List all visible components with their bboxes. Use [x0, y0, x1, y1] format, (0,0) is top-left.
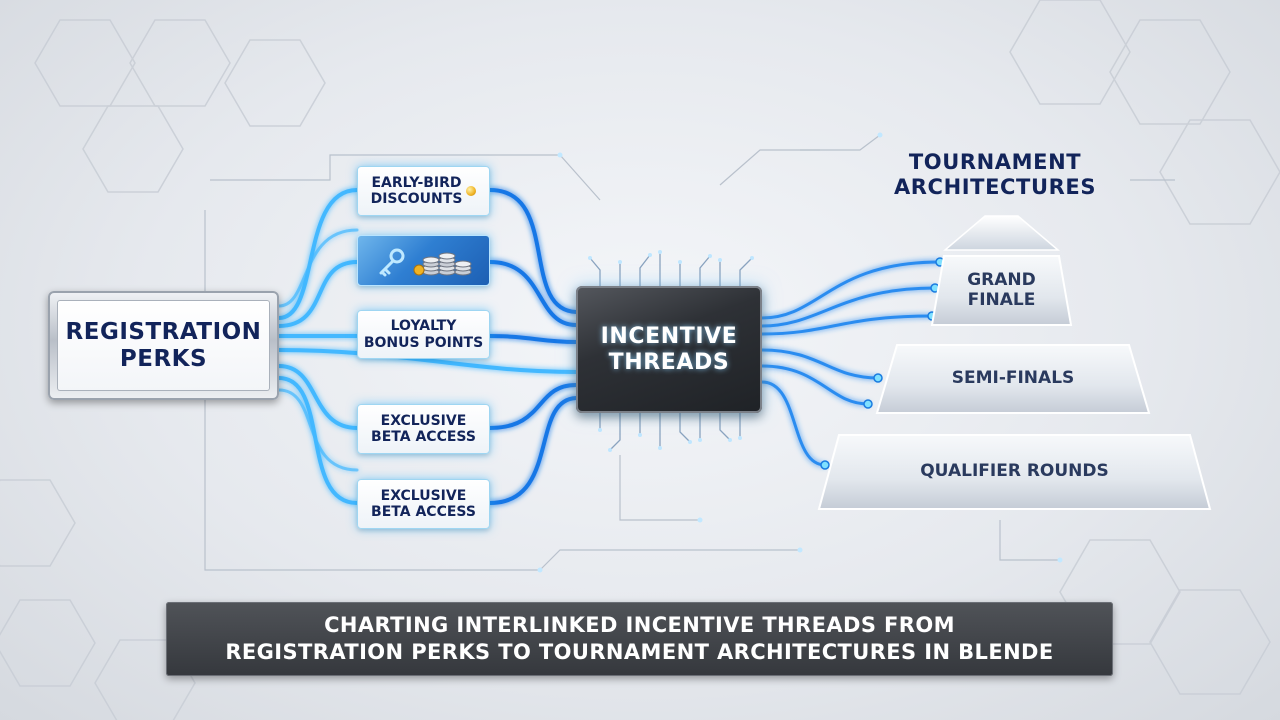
- wire-beta-2-to-hub: [488, 396, 578, 505]
- perk-beta-2-label: EXCLUSIVE BETA ACCESS: [371, 487, 476, 520]
- registration-perks-panel: REGISTRATION PERKS: [57, 300, 270, 391]
- registration-perks-label: REGISTRATION PERKS: [65, 319, 262, 372]
- wire-source-to-beta-2: [277, 376, 359, 505]
- pyramid-apex: [940, 214, 1063, 252]
- tier-grand-finale-label: GRAND FINALE: [967, 269, 1036, 310]
- perk-loyalty-bonus-points: LOYALTY BONUS POINTS: [357, 310, 490, 359]
- registration-perks-node: REGISTRATION PERKS: [48, 291, 279, 400]
- incentive-threads-chip: INCENTIVE THREADS: [576, 286, 762, 413]
- wire-hub-to-semi-1: [760, 348, 880, 380]
- caption-banner: CHARTING INTERLINKED INCENTIVE THREADS F…: [166, 602, 1113, 676]
- tournament-architectures-heading: TOURNAMENT ARCHITECTURES: [860, 150, 1130, 200]
- wire-early-bird-to-hub: [488, 188, 578, 314]
- key-and-coin-stacks-icon: [379, 248, 471, 276]
- wire-beta-1-to-hub: [488, 383, 578, 430]
- wire-source-to-hub-direct: [277, 348, 578, 374]
- wire-source-to-beta-1: [277, 364, 359, 430]
- perk-loyalty-label: LOYALTY BONUS POINTS: [363, 318, 484, 351]
- perk-exclusive-beta-access-2: EXCLUSIVE BETA ACCESS: [357, 479, 490, 529]
- perk-exclusive-beta-access-1: EXCLUSIVE BETA ACCESS: [357, 404, 490, 454]
- gold-coin-icon: [466, 186, 477, 196]
- caption-text: CHARTING INTERLINKED INCENTIVE THREADS F…: [225, 612, 1054, 664]
- tier-qualifier-rounds: QUALIFIER ROUNDS: [817, 433, 1212, 511]
- wire-loyalty-to-hub: [488, 334, 578, 344]
- perk-early-bird-discounts: EARLY-BIRD DISCOUNTS: [357, 166, 490, 216]
- tier-grand-finale-shape: [930, 255, 1073, 326]
- wire-hub-to-grand-1: [760, 260, 942, 320]
- tier-semi-finals-shape: [875, 344, 1151, 414]
- tier-qualifier-rounds-label: QUALIFIER ROUNDS: [920, 461, 1109, 482]
- wire-source-to-keys: [277, 260, 359, 328]
- tier-grand-finale: GRAND FINALE: [930, 254, 1073, 327]
- wire-hub-to-grand-3: [760, 314, 934, 336]
- perk-key-and-coins: [357, 235, 490, 286]
- wire-source-to-early-bird: [277, 188, 359, 320]
- tier-semi-finals-label: SEMI-FINALS: [951, 368, 1075, 389]
- incentive-threads-label: INCENTIVE THREADS: [600, 324, 738, 375]
- wire-hub-to-qualifier: [760, 380, 827, 467]
- perk-early-bird-label: EARLY-BIRD DISCOUNTS: [370, 174, 463, 207]
- tier-semi-finals: SEMI-FINALS: [875, 343, 1151, 415]
- wire-keys-to-hub: [488, 260, 578, 327]
- perk-beta-1-label: EXCLUSIVE BETA ACCESS: [371, 412, 476, 445]
- wire-hub-to-semi-2: [760, 364, 870, 406]
- tier-qualifier-rounds-shape: [817, 434, 1212, 510]
- tournament-title-label: TOURNAMENT ARCHITECTURES: [893, 150, 1097, 200]
- pyramid-apex-shape: [942, 215, 1061, 251]
- wire-hub-to-grand-2: [760, 286, 937, 328]
